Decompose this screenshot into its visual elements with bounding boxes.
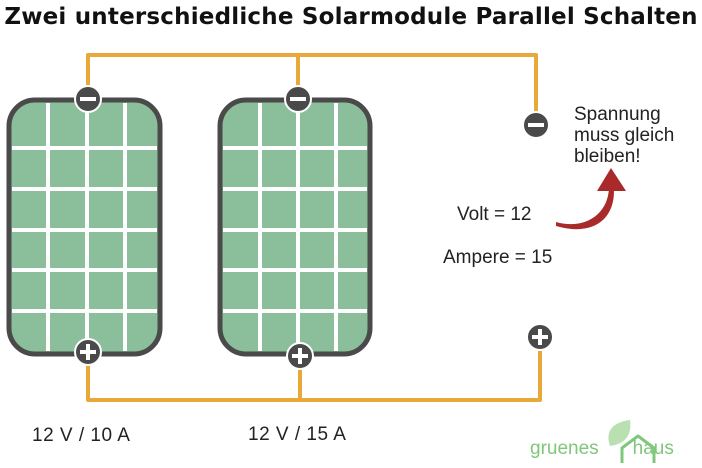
panel-2-label: 12 V / 15 A [248,424,347,445]
note-line-1: Spannung [574,104,661,125]
solar-panel-1 [6,97,163,357]
curved-arrow-icon [556,168,626,230]
diagram-title: Zwei unterschiedliche Solarmodule Parall… [4,4,698,30]
house-leaf-icon [608,420,656,463]
logo-word-2: haus [632,438,674,459]
logo-text: gruenes haus [530,438,674,460]
negative-wire [86,53,538,124]
minus-terminal-icon [522,111,550,139]
minus-terminal-icon [74,85,102,113]
voltage-note: Spannung muss gleich bleiben! [574,104,694,167]
solar-panel-2 [217,97,373,357]
note-line-3: bleiben! [574,146,641,167]
minus-terminal-icon [284,85,312,113]
plus-terminal-icon [526,323,554,351]
plus-terminal-icon [286,342,314,370]
plus-terminal-icon [74,338,102,366]
volt-result: Volt = 12 [457,204,532,225]
brand-logo: gruenes haus [530,418,702,468]
positive-wire [86,338,542,402]
panel-1-label: 12 V / 10 A [32,425,131,446]
ampere-result: Ampere = 15 [443,247,553,268]
note-line-2: muss gleich [574,125,675,146]
logo-word-1: gruenes [530,438,599,459]
